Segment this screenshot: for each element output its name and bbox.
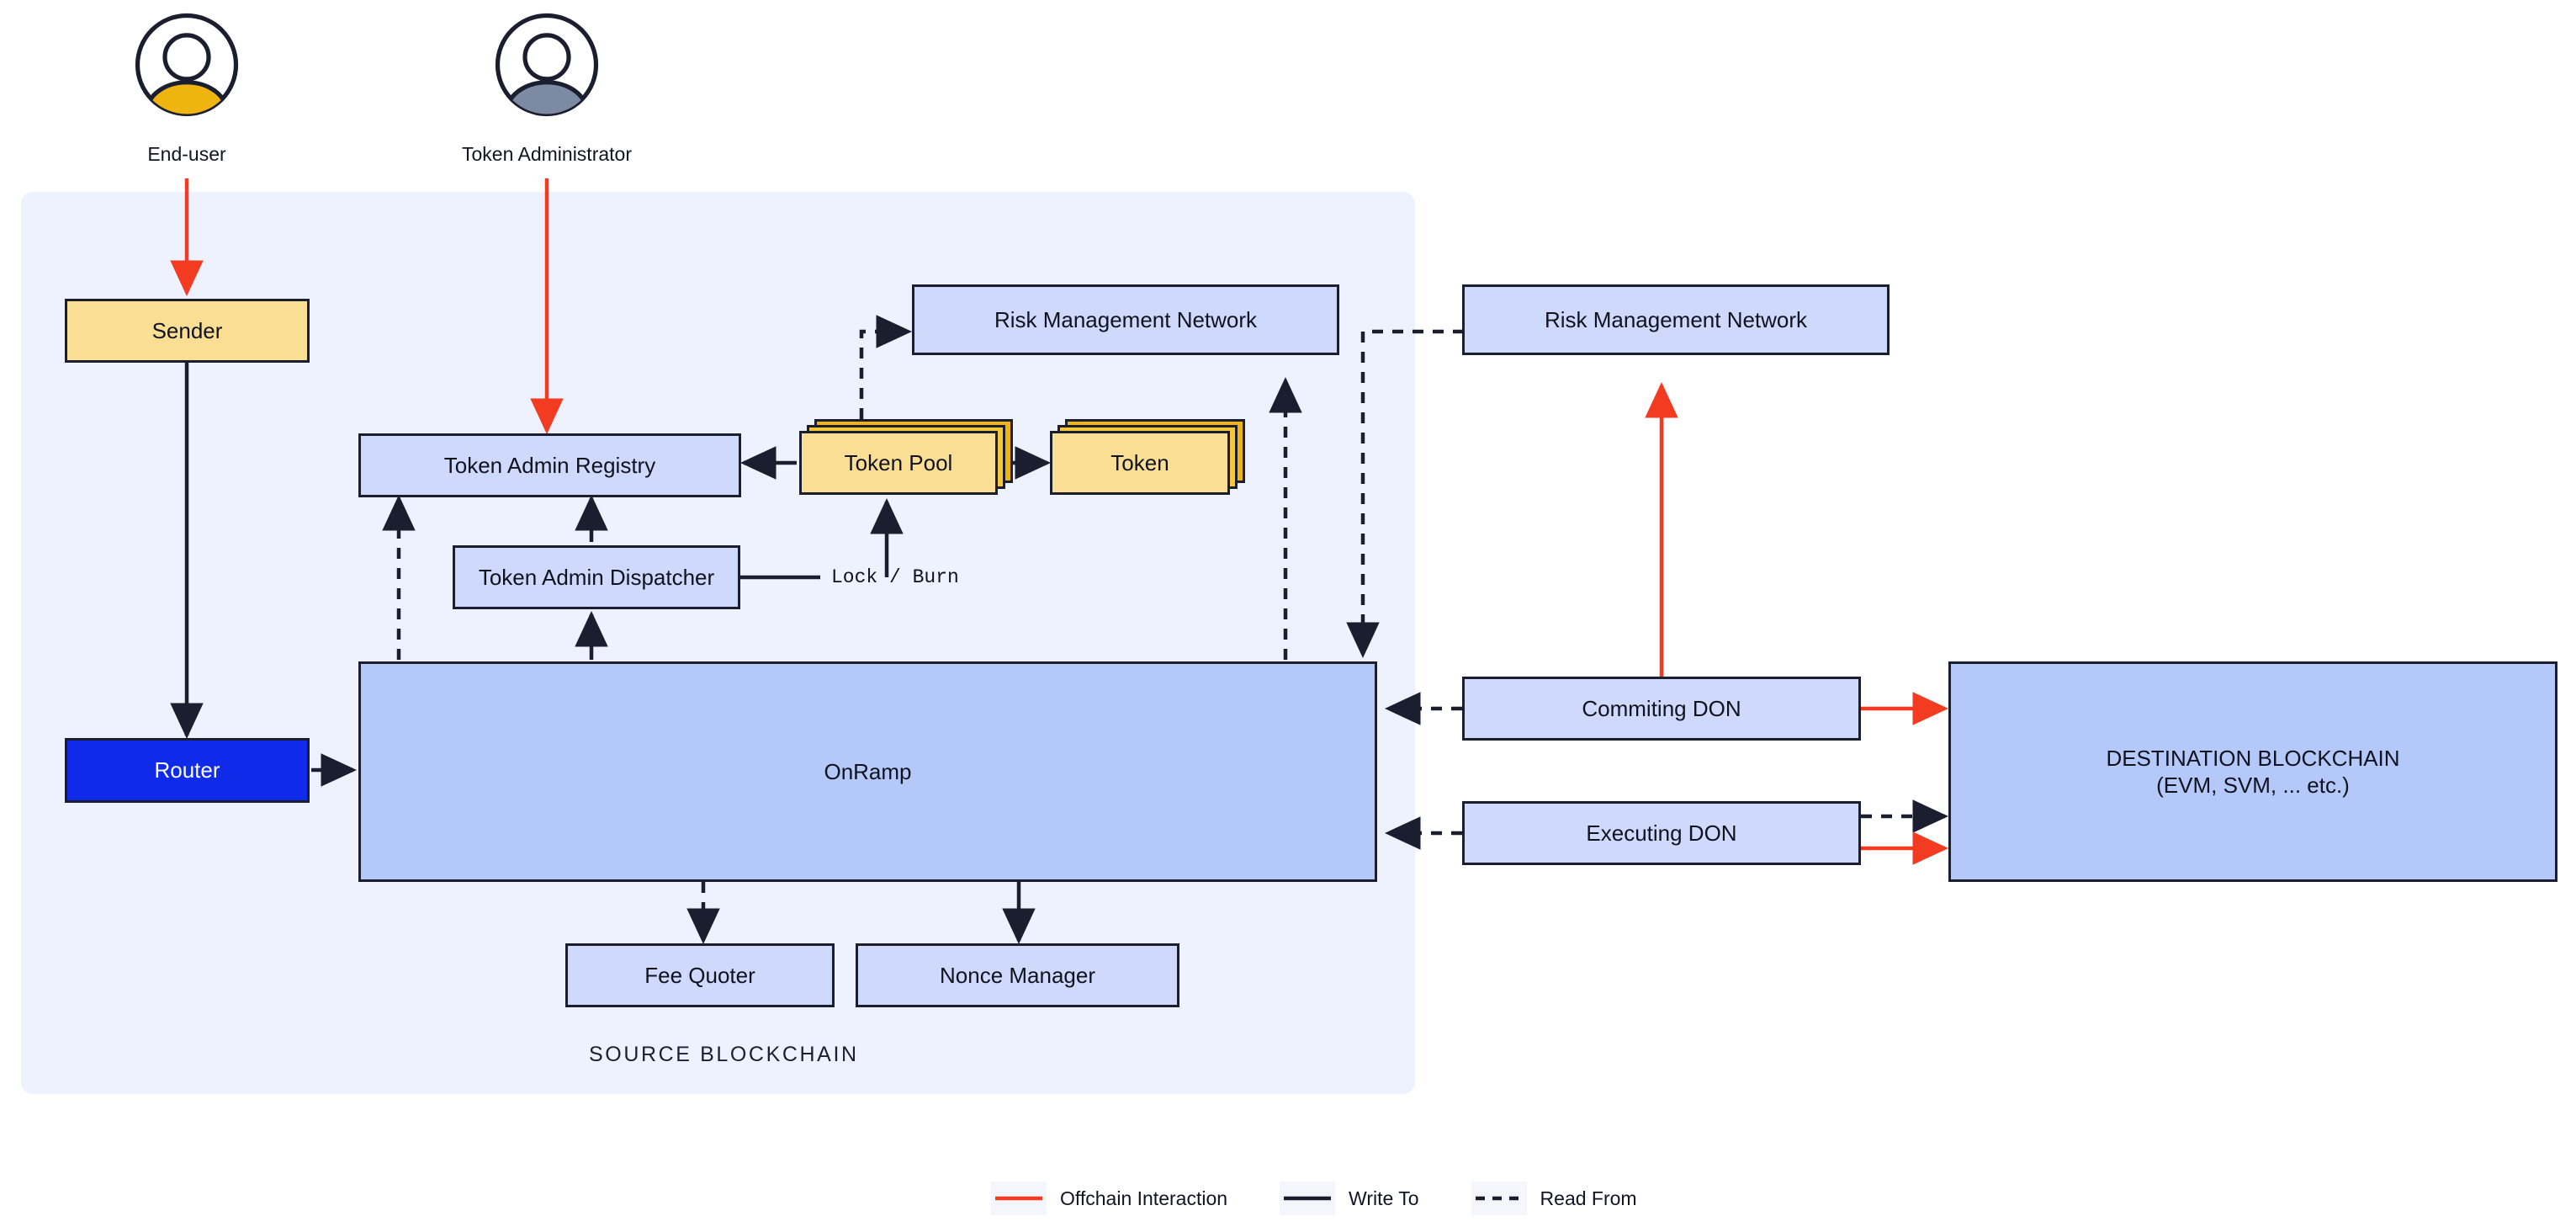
node-commiting-don[interactable]: Commiting DON	[1462, 677, 1861, 741]
node-token-admin-registry[interactable]: Token Admin Registry	[358, 433, 741, 497]
destination-blockchain-title: DESTINATION BLOCKCHAIN	[2106, 745, 2400, 771]
source-blockchain-label: SOURCE BLOCKCHAIN	[589, 1043, 859, 1066]
node-sender[interactable]: Sender	[65, 299, 310, 363]
node-destination-blockchain[interactable]: DESTINATION BLOCKCHAIN (EVM, SVM, ... et…	[1948, 661, 2557, 882]
legend-label-write-to: Write To	[1349, 1187, 1419, 1209]
legend-item-offchain-interaction: Offchain Interaction	[991, 1182, 1227, 1215]
node-risk-management-network-destination[interactable]: Risk Management Network	[1462, 284, 1890, 355]
node-fee-quoter[interactable]: Fee Quoter	[565, 943, 835, 1007]
avatar-token-administrator	[492, 10, 602, 119]
legend: Offchain Interaction Write To Read From	[991, 1182, 1637, 1215]
token-label: Token	[1050, 431, 1230, 495]
avatar-end-user	[132, 10, 241, 119]
node-token-pool[interactable]: Token Pool	[799, 419, 1013, 495]
legend-item-read-from: Read From	[1471, 1182, 1637, 1215]
node-router[interactable]: Router	[65, 738, 310, 803]
destination-blockchain-subtitle: (EVM, SVM, ... etc.)	[2156, 773, 2350, 798]
actor-label-end-user: End-user	[147, 143, 226, 165]
legend-swatch-write-to	[1280, 1182, 1336, 1215]
token-pool-label: Token Pool	[799, 431, 998, 495]
legend-swatch-read-from	[1471, 1182, 1527, 1215]
node-token[interactable]: Token	[1050, 419, 1245, 495]
legend-label-offchain-interaction: Offchain Interaction	[1060, 1187, 1228, 1209]
node-risk-management-network-source[interactable]: Risk Management Network	[912, 284, 1339, 355]
legend-swatch-offchain-interaction	[991, 1182, 1047, 1215]
legend-label-read-from: Read From	[1540, 1187, 1637, 1209]
node-nonce-manager[interactable]: Nonce Manager	[856, 943, 1179, 1007]
node-executing-don[interactable]: Executing DON	[1462, 801, 1861, 865]
legend-item-write-to: Write To	[1280, 1182, 1419, 1215]
node-onramp[interactable]: OnRamp	[358, 661, 1377, 882]
actor-label-token-administrator: Token Administrator	[462, 143, 632, 165]
node-token-admin-dispatcher[interactable]: Token Admin Dispatcher	[453, 545, 740, 609]
edge-label-lock-burn: Lock / Burn	[831, 566, 959, 588]
